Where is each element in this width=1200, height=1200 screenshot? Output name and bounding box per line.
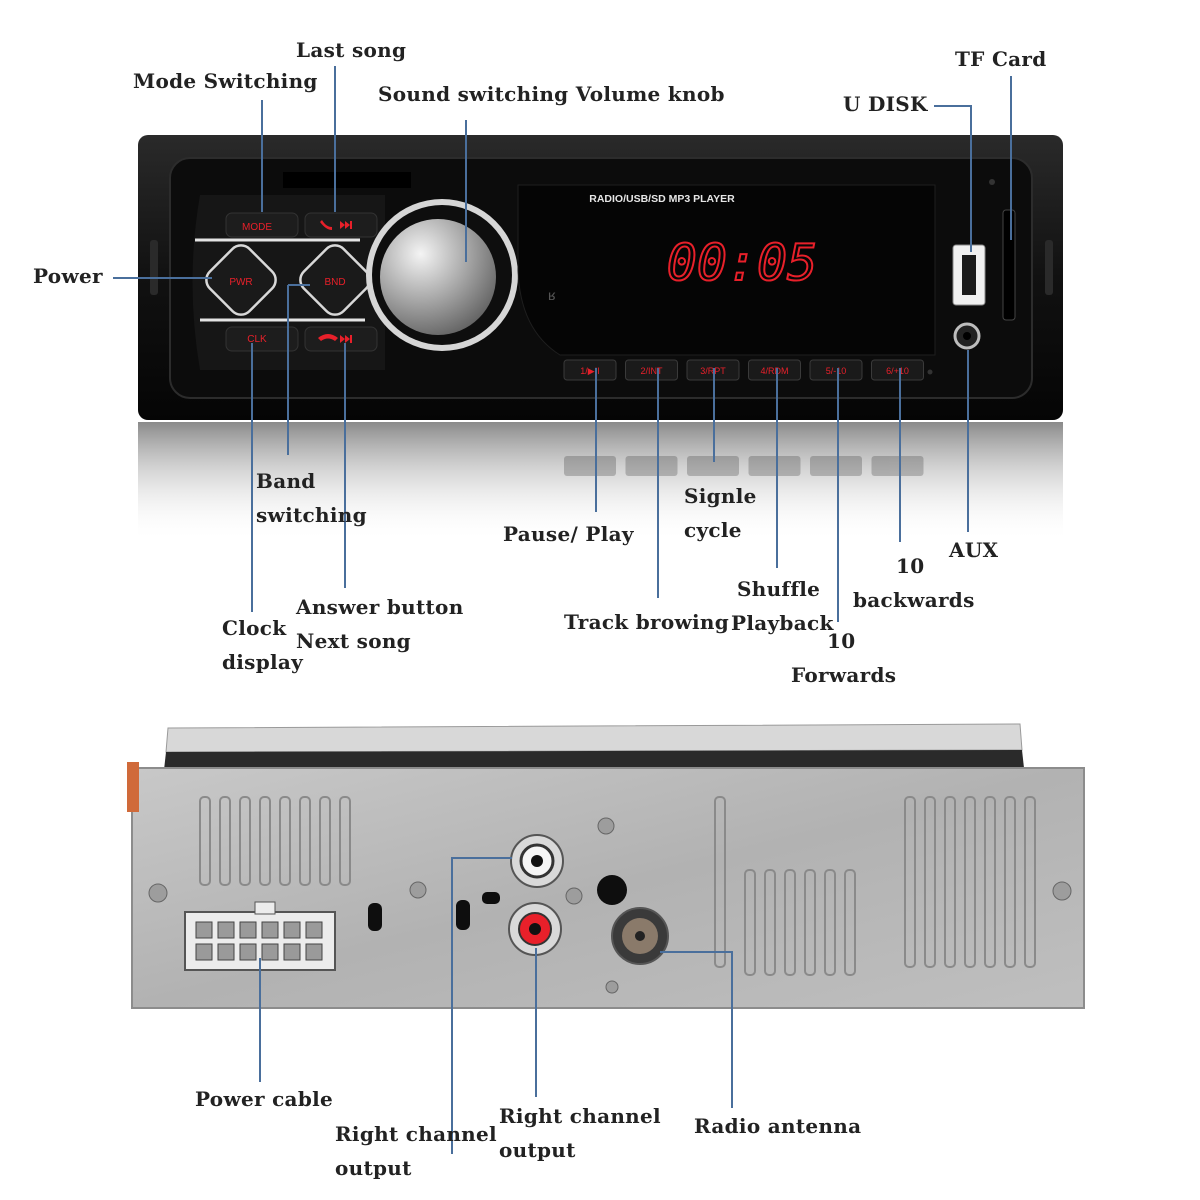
front-panel: MODE PWR BND CLK RADIO/USB/SD MP3 PLAYER… xyxy=(138,135,1063,420)
tf-card-slot[interactable] xyxy=(1003,210,1015,320)
preset-button-6[interactable]: 6/+10 xyxy=(872,360,924,380)
preset-reflection-1 xyxy=(564,456,616,476)
bnd-button[interactable]: BND xyxy=(324,277,345,288)
rca-white-output[interactable] xyxy=(511,835,563,887)
label-pause-play: Pause/ Play xyxy=(503,517,634,551)
preset-reflection-6 xyxy=(872,456,924,476)
label-mode-switching: Mode Switching xyxy=(133,64,318,98)
display-header: RADIO/USB/SD MP3 PLAYER xyxy=(589,193,735,205)
bluetooth-icon: ʁ xyxy=(548,287,556,303)
preset-label-6: 6/+10 xyxy=(886,366,909,376)
preset-button-4[interactable]: 4/RDM xyxy=(749,360,801,380)
pwr-button[interactable]: PWR xyxy=(229,277,252,288)
rca-red-output[interactable] xyxy=(509,903,561,955)
volume-knob[interactable] xyxy=(380,219,496,335)
preset-reflection-4 xyxy=(749,456,801,476)
preset-button-1[interactable]: 1/▶II xyxy=(564,360,616,380)
label-power-cable: Power cable xyxy=(195,1082,333,1116)
preset-reflection-5 xyxy=(810,456,862,476)
preset-button-2[interactable]: 2/INT xyxy=(626,360,678,380)
label-last-song: Last song xyxy=(296,33,406,67)
clock-readout: 00:05 xyxy=(667,234,818,292)
label-radio-antenna: Radio antenna xyxy=(694,1109,861,1143)
preset-label-2: 2/INT xyxy=(640,366,663,376)
label-track-browsing: Track browing xyxy=(564,605,729,639)
mode-button[interactable]: MODE xyxy=(242,222,272,233)
preset-label-5: 5/-10 xyxy=(826,366,847,376)
label-u-disk: U DISK xyxy=(843,87,928,121)
label-sound-volume: Sound switching Volume knob xyxy=(378,77,725,111)
rear-chassis xyxy=(127,724,1084,1008)
preset-reflection-2 xyxy=(626,456,678,476)
label-tf-card: TF Card xyxy=(955,42,1047,76)
label-power: Power xyxy=(33,259,103,293)
clk-button[interactable]: CLK xyxy=(247,334,267,345)
preset-label-4: 4/RDM xyxy=(760,366,788,376)
antenna-socket[interactable] xyxy=(612,908,668,964)
preset-button-5[interactable]: 5/-10 xyxy=(810,360,862,380)
